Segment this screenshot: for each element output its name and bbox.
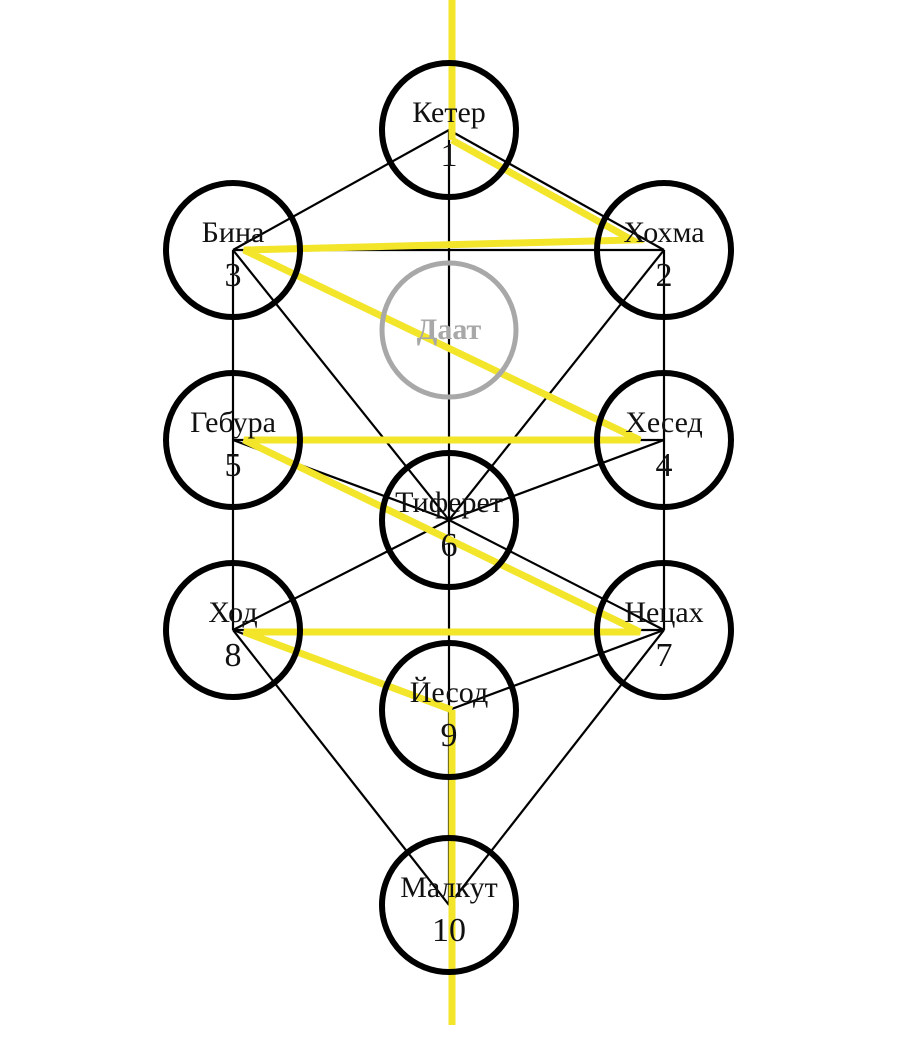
malkut-name: Малкут xyxy=(400,871,498,904)
edge-tiferet-netsah xyxy=(448,519,665,631)
hesed-number: 4 xyxy=(656,447,673,484)
keter-number: 1 xyxy=(441,137,458,174)
hesed-name: Хесед xyxy=(625,406,703,439)
node-hokhma: Хохма 2 xyxy=(594,180,734,320)
lightning-zigzag xyxy=(242,136,645,714)
hokhma-circle xyxy=(594,180,734,320)
hokhma-name: Хохма xyxy=(623,216,704,249)
edge-keter-bina xyxy=(232,129,450,251)
sephirot-nodes: ДаатКетер1Хохма2Бина3Хесед4Гебура5Тифере… xyxy=(163,60,734,975)
hesed-circle xyxy=(594,370,734,510)
edge-hod-malkut xyxy=(232,629,450,906)
node-keter: Кетер 1 xyxy=(379,60,519,200)
edge-netsah-yesod xyxy=(448,628,665,712)
netsah-name: Нецах xyxy=(624,596,703,629)
yesod-number: 9 xyxy=(441,717,458,754)
node-tiferet: Тиферет 6 xyxy=(379,450,519,590)
edge-netsah-malkut xyxy=(448,629,665,906)
daat-circle xyxy=(379,260,519,400)
hokhma-number: 2 xyxy=(656,257,673,294)
daat-label: Даат xyxy=(417,313,482,346)
netsah-circle xyxy=(594,560,734,700)
malkut-circle xyxy=(379,835,519,975)
yesod-name: Йесод xyxy=(410,676,488,709)
node-malkut: Малкут 10 xyxy=(379,835,519,975)
hod-number: 8 xyxy=(225,637,242,674)
bina-name: Бина xyxy=(202,216,265,249)
edge-tiferet-hod xyxy=(232,519,450,631)
bina-circle xyxy=(163,180,303,320)
node-daat: Даат xyxy=(379,260,519,400)
node-yesod: Йесод 9 xyxy=(379,640,519,780)
gebura-number: 5 xyxy=(225,447,242,484)
node-hod: Ход 8 xyxy=(163,560,303,700)
node-hesed: Хесед 4 xyxy=(594,370,734,510)
keter-circle xyxy=(379,60,519,200)
tiferet-circle xyxy=(379,450,519,590)
hod-circle xyxy=(163,560,303,700)
yesod-circle xyxy=(379,640,519,780)
node-netsah: Нецах 7 xyxy=(594,560,734,700)
malkut-number: 10 xyxy=(432,912,466,949)
bina-number: 3 xyxy=(225,257,242,294)
gebura-circle xyxy=(163,370,303,510)
tiferet-number: 6 xyxy=(441,527,458,564)
keter-name: Кетер xyxy=(412,96,486,129)
edge-keter-hokhma xyxy=(448,129,665,251)
netsah-number: 7 xyxy=(656,637,673,674)
node-gebura: Гебура 5 xyxy=(163,370,303,510)
hod-name: Ход xyxy=(208,596,257,629)
gebura-name: Гебура xyxy=(190,406,276,439)
tiferet-name: Тиферет xyxy=(395,486,503,519)
edge-bina-tiferet xyxy=(232,249,450,521)
edge-hesed-tiferet xyxy=(448,438,665,522)
edge-hokhma-tiferet xyxy=(448,249,665,521)
node-bina: Бина 3 xyxy=(163,180,303,320)
